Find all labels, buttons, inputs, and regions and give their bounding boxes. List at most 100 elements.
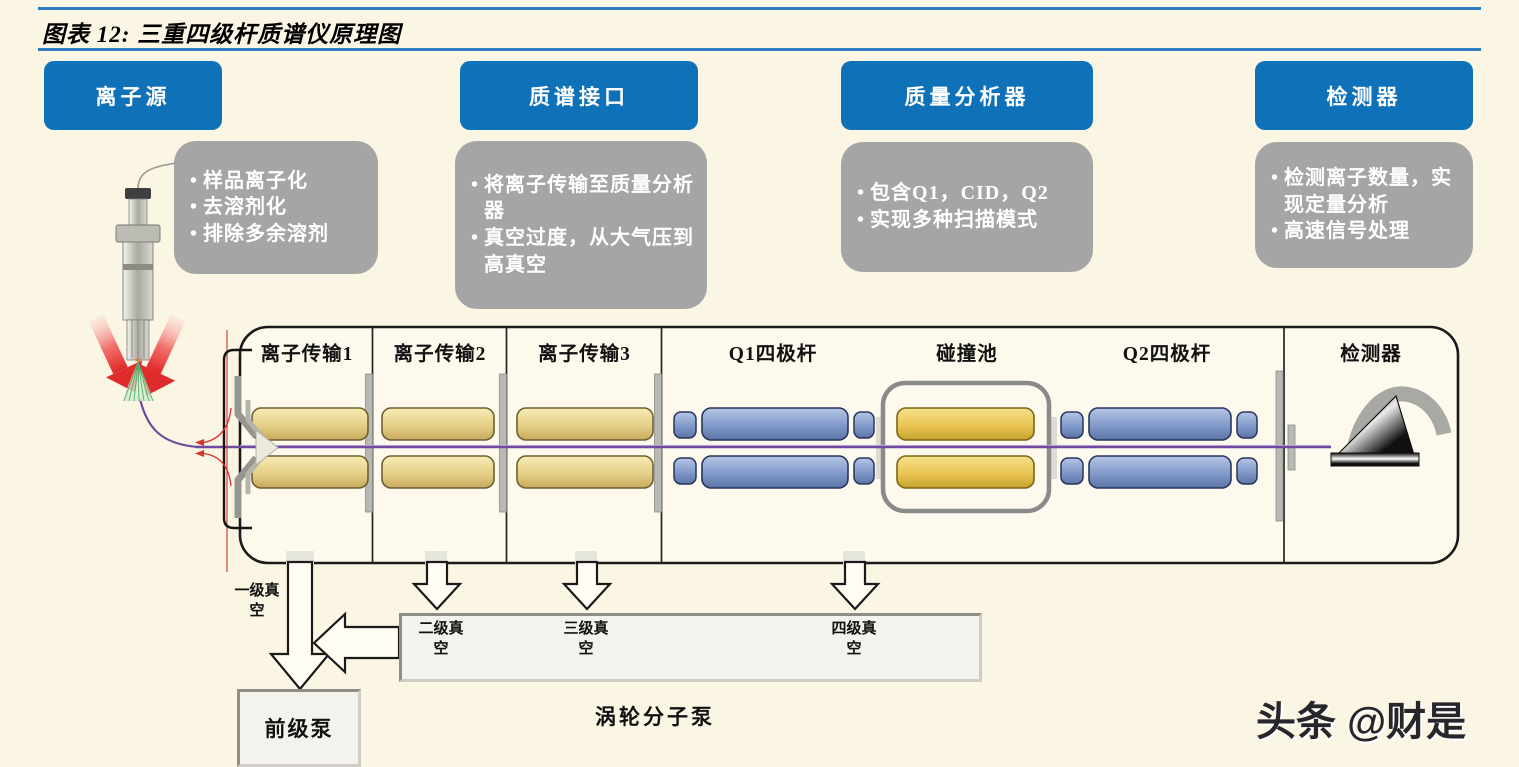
probe-collar [115,224,161,243]
bullet-icon: • [471,173,480,196]
figure-title: 图表 12: 三重四级杆质谱仪原理图 [42,22,402,47]
bullets-mass-analyzer: •包含Q1，CID，Q2 •实现多种扫描模式 [841,142,1093,272]
bullets-ms-interface: •将离子传输至质量分析器 •真空过度，从大气压到高真空 [455,141,707,309]
turbo-pump-box [399,613,982,682]
bullet-item: •高速信号处理 [1271,218,1461,245]
bullet-text: 包含Q1，CID，Q2 [870,182,1049,205]
arrow-shaft [146,314,186,374]
probe-capillary-wire [137,162,177,190]
bullet-item: •将离子传输至质量分析器 [471,172,695,225]
probe-emitter-tip [136,358,140,362]
bullet-icon: • [471,227,480,249]
bullet-item: •排除多余溶剂 [190,221,366,248]
bullet-item: •样品离子化 [190,168,366,195]
ion-lens-plate [499,373,507,513]
probe-body [122,241,154,321]
bullet-item: •真空过度，从大气压到高真空 [471,225,695,278]
gas-backflow-line [203,407,232,444]
gas-backflow-arrowhead [195,439,204,446]
ion-transfer2-rod [381,455,495,489]
vacuum-stage4-label: 四级真 空 [831,621,877,657]
section-label-collision-cell: 碰撞池 [936,344,998,365]
skimmer-plate [234,376,259,439]
vacuum-arrow-turbo-to-forepump [312,611,401,675]
spray-lines [123,361,154,402]
collision-cell-rod [896,455,1035,489]
bullet-text: 样品离子化 [203,169,309,192]
section-label-detector: 检测器 [1340,344,1402,365]
bullet-icon: • [1271,167,1280,190]
turbo-pump-label: 涡轮分子泵 [595,705,715,729]
detector-base [1330,452,1420,467]
section-label-q2: Q2四极杆 [1122,344,1212,365]
arrow-shaft [88,314,128,374]
esi-probe-icon [115,162,177,362]
probe-neck [128,198,148,226]
ion-spray-icon [122,361,154,402]
q1-rod [701,407,849,441]
q2-prefilter-rod [1060,411,1084,439]
q2-rod [1088,455,1232,489]
ion-beam-curve [138,398,199,449]
section-label-q1: Q1四极杆 [728,344,818,365]
vacuum-arrow-stage3 [561,560,613,611]
bullet-item: •包含Q1，CID，Q2 [857,180,1081,207]
probe-band [123,264,153,270]
skimmer-plate [234,455,259,518]
header-ms-interface: 质谱接口 [460,61,698,130]
bullet-text: 将离子传输至质量分析器 [484,173,695,223]
header-ion-source: 离子源 [44,61,222,130]
bullet-icon: • [190,196,199,219]
header-detector: 检测器 [1255,61,1473,130]
bullet-icon: • [857,182,866,205]
q1-rod [701,455,849,489]
collision-cell-rod [896,407,1035,441]
bullet-text: 真空过度，从大气压到高真空 [484,227,695,276]
bullet-text: 排除多余溶剂 [203,222,330,245]
vacuum-arrow-stage4 [829,560,881,611]
bullets-ion-source: •样品离子化 •去溶剂化 •排除多余溶剂 [174,141,378,274]
bullet-icon: • [1271,220,1280,243]
q2-prefilter-rod [1060,457,1084,485]
q1-postfilter-rod [853,457,875,485]
bullet-text: 高速信号处理 [1284,220,1411,243]
section-label-ion-transfer1: 离子传输1 [260,344,354,365]
fore-pump-label: 前级泵 [264,717,334,741]
section-label-ion-transfer2: 离子传输2 [393,344,487,365]
ion-transfer3-rod [516,455,654,489]
inlet-bracket [222,348,252,530]
vacuum-stage3-label: 三级真 空 [563,621,609,657]
bullet-icon: • [857,209,866,231]
skimmer-cone [255,428,279,467]
top-rule [38,7,1481,10]
section-label-ion-transfer3: 离子传输3 [538,344,631,365]
q1-postfilter-rod [853,411,875,439]
bullet-text: 实现多种扫描模式 [870,209,1039,231]
ion-transfer2-rod [381,407,495,441]
detector-horn-icon [1330,386,1452,467]
ion-transfer1-rod [251,407,369,441]
header-mass-analyzer: 质量分析器 [841,61,1093,130]
ion-lens-plate [654,373,662,513]
watermark: 头条 @财是 [1256,700,1467,744]
vacuum-arrow-stage1 [268,560,332,691]
ion-lens-plate [365,373,373,513]
ion-transfer1-rod [251,455,369,489]
probe-cap [125,188,151,199]
q1-prefilter-rod [673,411,697,439]
title-rule [38,48,1481,51]
gas-backflow-line [203,452,232,487]
bullets-detector: •检测离子数量，实现定量分析 •高速信号处理 [1255,142,1473,268]
bullet-item: •实现多种扫描模式 [857,207,1081,234]
bullet-text: 检测离子数量，实现定量分析 [1284,167,1453,216]
ion-transfer3-rod [516,407,654,441]
bullet-text: 去溶剂化 [203,196,288,219]
q1-prefilter-rod [673,457,697,485]
bullet-icon: • [190,222,199,245]
bullet-item: •去溶剂化 [190,194,366,221]
vacuum-stage1-label: 一级真 空 [234,583,280,619]
q2-rod [1088,407,1232,441]
gas-backflow-arrowhead [195,450,204,457]
